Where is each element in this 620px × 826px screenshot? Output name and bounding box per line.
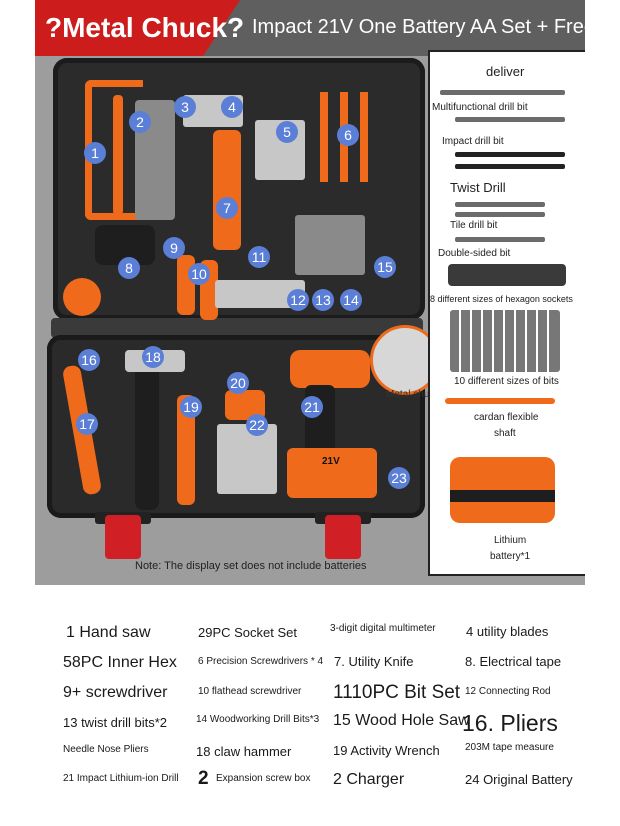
marker-3: 3 [174, 96, 196, 118]
panel-label-shaft: shaft [494, 428, 516, 439]
latch-right [325, 515, 361, 559]
latch-left [105, 515, 141, 559]
marker-22: 22 [246, 414, 268, 436]
panel-label-sockets: 8 different sizes of hexagon sockets [430, 294, 573, 304]
twist-drill-icon-b [455, 164, 565, 169]
marker-2: 2 [129, 111, 151, 133]
marker-18: 18 [142, 346, 164, 368]
claw-hammer [135, 360, 159, 510]
tile-bit-icon-b [455, 212, 545, 217]
legend-item: 7. Utility Knife [334, 654, 414, 669]
panel-label-cardan: cardan flexible [474, 412, 539, 423]
expansion-screw-box [217, 424, 277, 494]
product-image: ?Metal Chuck? Impact 21V One Battery AA … [35, 0, 585, 585]
legend-item: 3-digit digital multimeter [330, 623, 436, 634]
legend-item: 21 Impact Lithium-ion Drill [63, 773, 179, 784]
marker-15: 15 [374, 256, 396, 278]
banner-left-text: ?Metal Chuck? [45, 12, 245, 43]
tile-bit-icon-a [455, 202, 545, 207]
legend-item: 6 Precision Screwdrivers * 4 [198, 656, 324, 667]
marker-12: 12 [287, 289, 309, 311]
legend-item: 4 utility blades [466, 624, 549, 639]
marker-13: 13 [312, 289, 334, 311]
marker-5: 5 [276, 121, 298, 143]
flexible-shaft-icon [445, 398, 555, 404]
drill-battery [287, 448, 377, 498]
legend-item: 24 Original Battery [465, 772, 573, 787]
marker-10: 10 [188, 263, 210, 285]
legend-item: 12 Connecting Rod [465, 686, 551, 697]
legend-item: 8. Electrical tape [465, 654, 562, 669]
double-sided-bit-icon [455, 237, 545, 242]
battery-stripe [450, 490, 555, 502]
panel-label-deliver: deliver [486, 64, 525, 79]
screwdriver-handle-c [360, 92, 368, 182]
marker-20: 20 [227, 372, 249, 394]
panel-label-multifunctional: Multifunctional drill bit [432, 102, 528, 113]
legend-item: 58PC Inner Hex [63, 654, 177, 671]
marker-23: 23 [388, 467, 410, 489]
twist-drill-icon-a [455, 152, 565, 157]
legend-item: 2 Charger [333, 771, 405, 788]
marker-6: 6 [337, 124, 359, 146]
drill-battery-label: 21V [322, 456, 340, 467]
marker-17: 17 [76, 413, 98, 435]
legend-item: 10 flathead screwdriver [198, 686, 302, 697]
socket-rail [113, 95, 123, 215]
panel-label-double: Double-sided bit [438, 248, 511, 259]
legend-item: Needle Nose Pliers [63, 744, 149, 755]
multifunction-bit-icon [440, 90, 565, 95]
marker-21: 21 [301, 396, 323, 418]
impact-bit-icon [455, 117, 565, 122]
title-banner: ?Metal Chuck? Impact 21V One Battery AA … [35, 0, 585, 56]
legend-item: 9+ screwdriver [63, 684, 168, 701]
legend-item: Expansion screw box [216, 773, 311, 784]
marker-1: 1 [84, 142, 106, 164]
legend-item: 15 Wood Hole Saw [333, 712, 470, 729]
legend-item: 19 Activity Wrench [333, 743, 440, 758]
panel-label-battery: battery*1 [490, 551, 531, 562]
chuck-label: Metal chuck [386, 389, 440, 400]
panel-label-impact: Impact drill bit [442, 136, 504, 147]
screwdriver-handle-a [320, 92, 328, 182]
drill-bit-holder [295, 215, 365, 275]
case-hinge [51, 318, 423, 338]
marker-14: 14 [340, 289, 362, 311]
marker-4: 4 [221, 96, 243, 118]
marker-11: 11 [248, 246, 270, 268]
marker-8: 8 [118, 257, 140, 279]
legend-item: 1110PC Bit Set [333, 682, 461, 703]
marker-9: 9 [163, 237, 185, 259]
battery-note: Note: The display set does not include b… [135, 560, 367, 572]
accessory-panel: deliver Multifunctional drill bit Impact… [428, 50, 585, 576]
legend-item: 203M tape measure [465, 742, 554, 753]
drill-body [290, 350, 370, 388]
banner-right-text: Impact 21V One Battery AA Set + Free Gif… [252, 16, 585, 38]
legend-item: 14 Woodworking Drill Bits*3 [196, 714, 320, 725]
electrical-tape [63, 278, 101, 316]
legend-item: 13 twist drill bits*2 [63, 715, 168, 730]
legend-item: 2 [198, 768, 209, 789]
legend-item: 16. Pliers [462, 710, 558, 736]
panel-label-bits: 10 different sizes of bits [454, 376, 559, 387]
legend-item: 29PC Socket Set [198, 625, 297, 640]
marker-19: 19 [180, 396, 202, 418]
legend-item: 18 claw hammer [196, 744, 292, 759]
parts-legend: 1 Hand saw 29PC Socket Set 3-digit digit… [0, 600, 620, 826]
panel-label-lithium: Lithium [494, 535, 527, 546]
marker-16: 16 [78, 349, 100, 371]
marker-7: 7 [216, 197, 238, 219]
bits-set-icon [450, 310, 560, 372]
adjustable-wrench [177, 395, 195, 505]
legend-item: 1 Hand saw [66, 624, 151, 641]
panel-label-twist: Twist Drill [450, 180, 506, 195]
hex-sockets-icon [448, 264, 566, 286]
utility-knife [213, 130, 241, 250]
panel-label-tile: Tile drill bit [450, 220, 498, 231]
banner-red-tab [35, 0, 240, 56]
